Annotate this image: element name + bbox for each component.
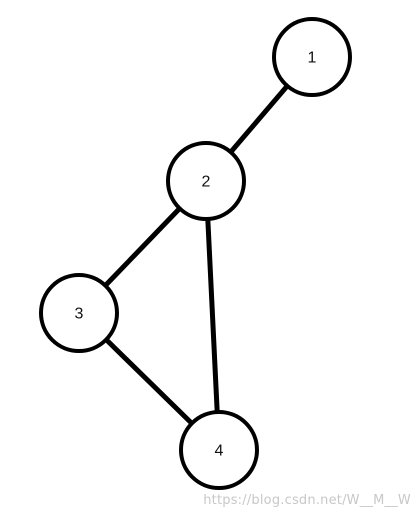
node-2: 2 [166, 141, 246, 221]
edge-2-4 [205, 216, 220, 415]
node-4: 4 [179, 410, 259, 490]
node-label-2: 2 [202, 174, 211, 191]
node-label-3: 3 [75, 306, 84, 323]
node-circle-2 [166, 141, 246, 221]
node-circle-4 [179, 410, 259, 490]
graph-nodes: 1 2 3 4 [39, 17, 352, 490]
graph-edges [102, 83, 290, 426]
node-circle-3 [39, 273, 119, 353]
node-3: 3 [39, 273, 119, 353]
node-1: 1 [272, 17, 352, 97]
edge-3-4 [103, 337, 195, 426]
watermark-text: https://blog.csdn.net/W__M__W [203, 493, 411, 508]
edge-1-2 [228, 83, 290, 155]
node-label-1: 1 [308, 50, 317, 67]
edge-2-3 [102, 205, 183, 289]
node-label-4: 4 [215, 443, 224, 460]
node-circle-1 [272, 17, 352, 97]
